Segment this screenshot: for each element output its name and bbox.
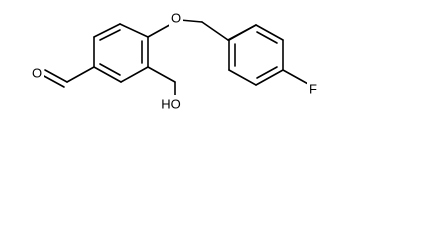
bond-ringA-6-inner bbox=[99, 29, 121, 41]
bond-cho-double-2 bbox=[41, 74, 65, 88]
bond-ringB-6 bbox=[228, 24, 257, 41]
bond-ether-o-ch2 bbox=[179, 19, 203, 23]
bond-ring-to-f bbox=[282, 69, 311, 86]
bond-cho-double-1 bbox=[44, 69, 68, 83]
phenol-hydroxyl-label: HO bbox=[161, 97, 181, 112]
bond-ringA-6 bbox=[93, 23, 121, 38]
atom-labels: O HO O F bbox=[30, 10, 319, 113]
bond-ch2-ch2 bbox=[201, 21, 229, 41]
bond-ringB-4 bbox=[228, 69, 257, 86]
bond-ringA-1 bbox=[119, 23, 149, 38]
bond-ringA-4-inner bbox=[99, 63, 121, 76]
aldehyde-oxygen-label: O bbox=[32, 66, 42, 81]
ether-oxygen-label: O bbox=[171, 11, 181, 26]
bond-ringB-1-inner bbox=[256, 31, 278, 44]
bond-ringB-1 bbox=[255, 24, 284, 41]
fluorine-label: F bbox=[309, 82, 317, 97]
bond-ringB-3 bbox=[255, 69, 284, 86]
bond-ring-to-cho bbox=[66, 66, 95, 83]
bond-ringB-3-inner bbox=[256, 66, 278, 79]
bond-ringA-4 bbox=[93, 66, 122, 83]
molecule-structure: O HO O F bbox=[30, 10, 319, 113]
bonds bbox=[41, 19, 311, 97]
bond-ring-to-oh bbox=[147, 66, 176, 83]
bond-ringA-3 bbox=[120, 66, 149, 83]
